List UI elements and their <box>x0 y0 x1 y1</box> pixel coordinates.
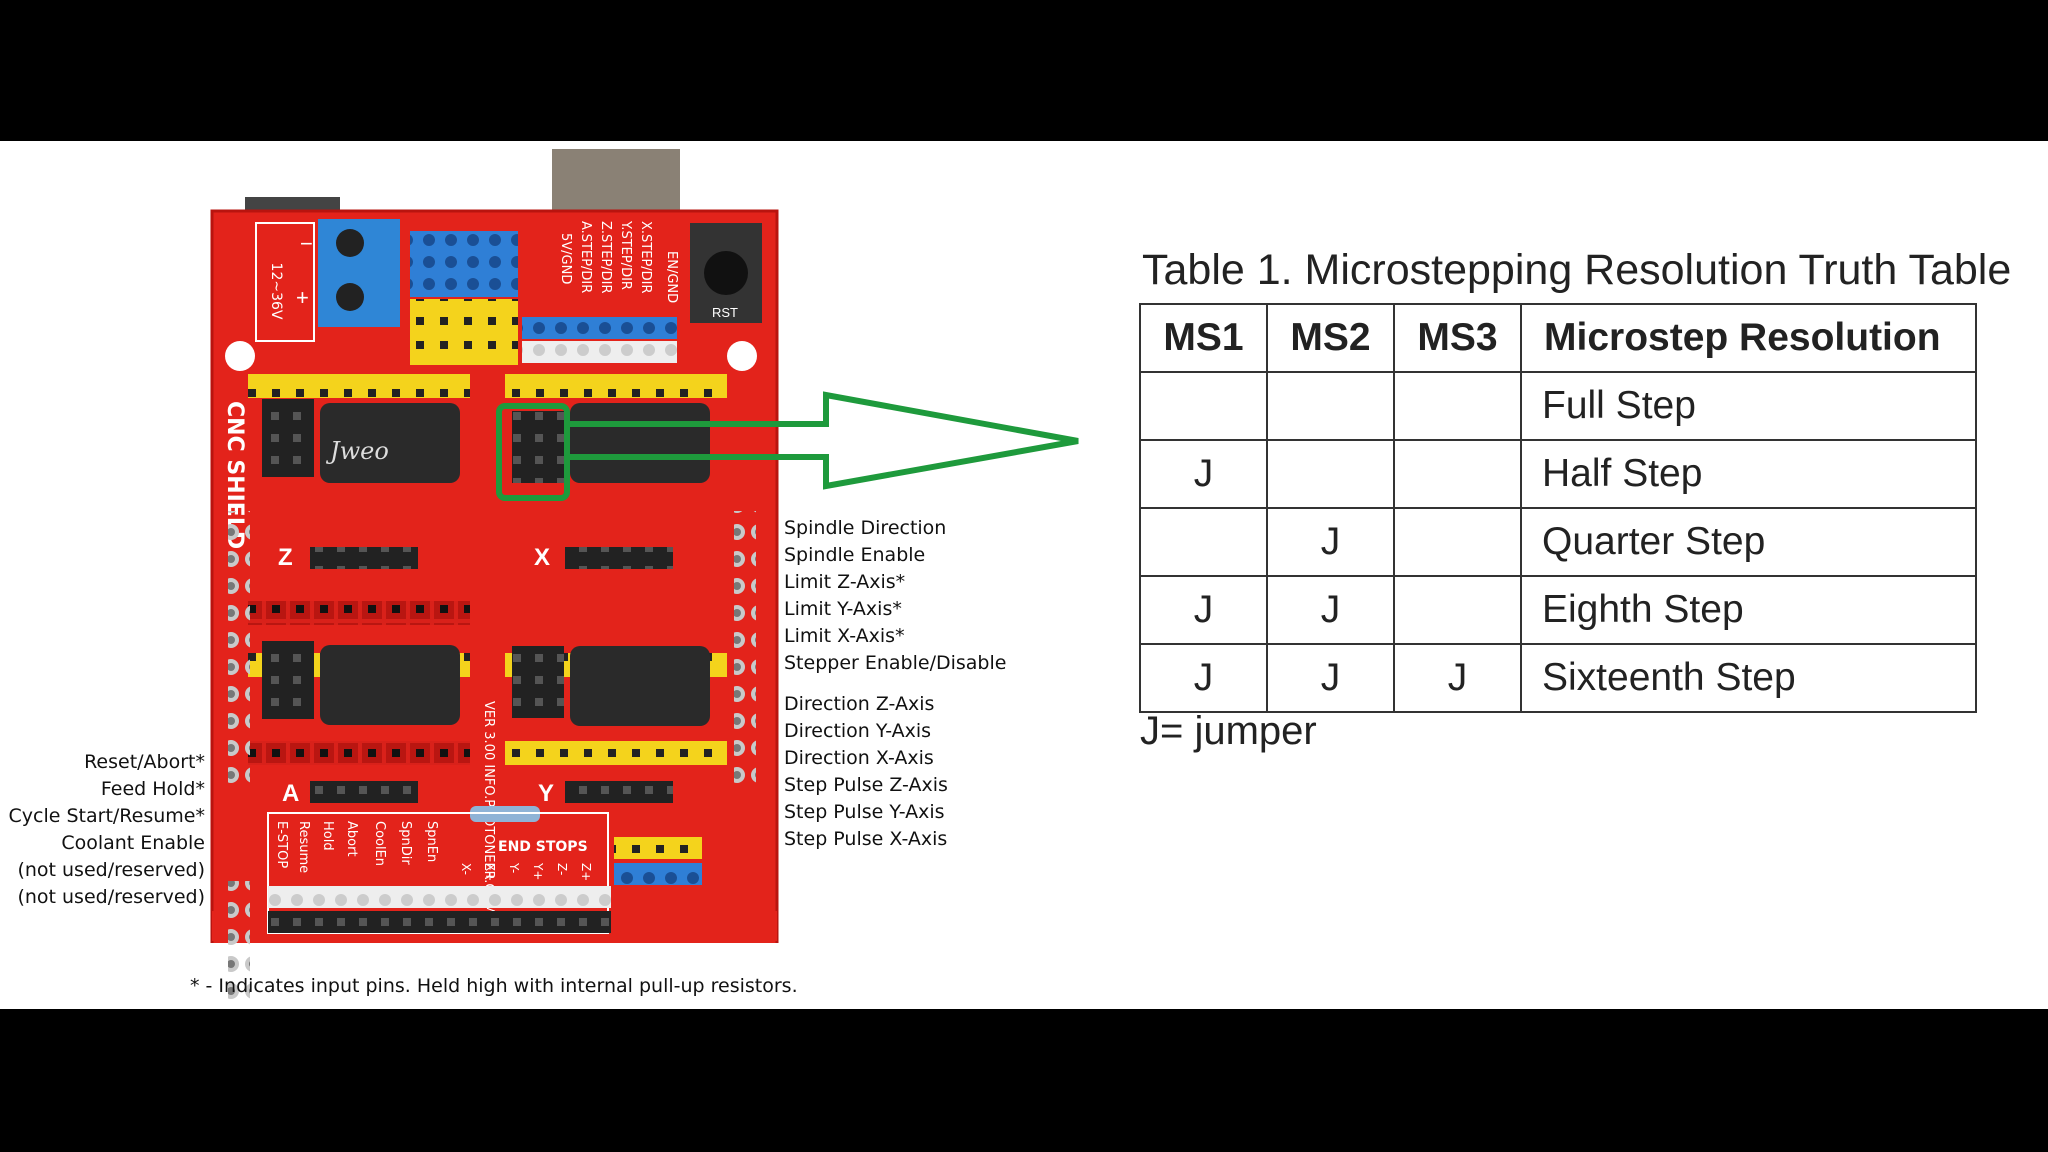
cell-resolution: Sixteenth Step <box>1520 643 1977 713</box>
svg-text:Y-: Y- <box>507 862 521 873</box>
svg-text:X+: X+ <box>483 863 497 881</box>
svg-text:END STOPS: END STOPS <box>498 839 588 855</box>
svg-text:Z: Z <box>278 544 293 571</box>
svg-text:RST: RST <box>712 305 738 320</box>
pin-label: Limit Z-Axis* <box>784 571 906 593</box>
svg-text:E-STOP: E-STOP <box>274 821 289 868</box>
cell-ms3 <box>1393 371 1522 441</box>
usb-connector <box>552 149 680 219</box>
cell-ms2: J <box>1266 643 1395 713</box>
header-ms3: MS3 <box>1393 303 1522 373</box>
svg-text:Z.STEP/DIR: Z.STEP/DIR <box>598 221 613 294</box>
svg-text:Jweo: Jweo <box>325 437 389 465</box>
table-title: Table 1. Microstepping Resolution Truth … <box>1142 246 2012 294</box>
slide: 12~36V − + RST EN/GND X.STEP/DIR Y.STEP/… <box>0 141 2048 1009</box>
table-row: J J J Sixteenth Step <box>1139 643 1977 713</box>
pointer-arrow <box>564 391 1079 490</box>
cell-resolution: Full Step <box>1520 371 1977 441</box>
pin-label: Direction Y-Axis <box>784 720 932 742</box>
svg-text:X: X <box>534 544 550 571</box>
svg-text:EN/GND: EN/GND <box>664 251 679 303</box>
pin-label: Spindle Direction <box>784 517 947 539</box>
pin-label: Step Pulse X-Axis <box>784 828 948 850</box>
pin-label: Spindle Enable <box>784 544 926 566</box>
pin-label: Limit X-Axis* <box>784 625 905 647</box>
cell-ms2 <box>1266 439 1395 509</box>
cell-ms1 <box>1139 371 1268 441</box>
svg-text:Hold: Hold <box>320 821 335 851</box>
power-voltage-label: 12~36V <box>268 263 284 320</box>
cell-ms2 <box>1266 371 1395 441</box>
cell-resolution: Quarter Step <box>1520 507 1977 577</box>
cell-ms1: J <box>1139 643 1268 713</box>
pin-label: (not used/reserved) <box>17 859 205 881</box>
cell-resolution: Eighth Step <box>1520 575 1977 645</box>
table-row: J J Eighth Step <box>1139 575 1977 645</box>
svg-text:−: − <box>300 231 313 256</box>
svg-text:5V/GND: 5V/GND <box>558 233 573 284</box>
pin-label: Feed Hold* <box>100 778 205 800</box>
svg-text:Z+: Z+ <box>579 863 593 881</box>
svg-text:SpnDir: SpnDir <box>398 821 413 865</box>
footnote: * - Indicates input pins. Held high with… <box>190 975 798 997</box>
svg-text:A.STEP/DIR: A.STEP/DIR <box>578 221 593 293</box>
pin-label: Step Pulse Y-Axis <box>784 801 945 823</box>
cell-ms2: J <box>1266 575 1395 645</box>
cell-ms3: J <box>1393 643 1522 713</box>
svg-text:+: + <box>296 285 309 310</box>
cnc-shield-board-illustration: 12~36V − + RST EN/GND X.STEP/DIR Y.STEP/… <box>200 149 1079 1009</box>
pin-label: Limit Y-Axis* <box>784 598 902 620</box>
table-row: J Half Step <box>1139 439 1977 509</box>
svg-text:Y.STEP/DIR: Y.STEP/DIR <box>618 220 633 290</box>
table-note: J= jumper <box>1140 709 1317 753</box>
svg-text:Abort: Abort <box>344 821 359 857</box>
pin-label: Step Pulse Z-Axis <box>784 774 948 796</box>
pin-label: Cycle Start/Resume* <box>8 805 205 827</box>
svg-text:CoolEn: CoolEn <box>372 821 387 866</box>
svg-text:Y: Y <box>538 780 554 807</box>
svg-text:A: A <box>282 780 299 807</box>
pin-label: Direction Z-Axis <box>784 693 935 715</box>
table-header-row: MS1 MS2 MS3 Microstep Resolution <box>1139 303 1977 373</box>
cell-ms1: J <box>1139 439 1268 509</box>
svg-text:X-: X- <box>459 863 473 875</box>
svg-text:Y+: Y+ <box>531 862 545 880</box>
cell-ms3 <box>1393 575 1522 645</box>
pin-label: (not used/reserved) <box>17 886 205 908</box>
pin-label: Direction X-Axis <box>784 747 934 769</box>
header-resolution: Microstep Resolution <box>1520 303 1977 373</box>
cell-ms2: J <box>1266 507 1395 577</box>
cell-ms1: J <box>1139 575 1268 645</box>
cell-ms3 <box>1393 439 1522 509</box>
table-row: Full Step <box>1139 371 1977 441</box>
svg-text:SpnEn: SpnEn <box>424 821 439 862</box>
cell-ms3 <box>1393 507 1522 577</box>
svg-text:Resume: Resume <box>296 821 311 873</box>
svg-text:Z-: Z- <box>555 863 569 875</box>
pin-label: Reset/Abort* <box>84 751 205 773</box>
cell-resolution: Half Step <box>1520 439 1977 509</box>
header-ms1: MS1 <box>1139 303 1268 373</box>
svg-text:X.STEP/DIR: X.STEP/DIR <box>638 221 653 294</box>
cell-ms1 <box>1139 507 1268 577</box>
header-ms2: MS2 <box>1266 303 1395 373</box>
pin-label: Coolant Enable <box>61 832 205 854</box>
truth-table: MS1 MS2 MS3 Microstep Resolution Full St… <box>1139 303 1977 713</box>
pin-label: Stepper Enable/Disable <box>784 652 1007 674</box>
table-row: J Quarter Step <box>1139 507 1977 577</box>
